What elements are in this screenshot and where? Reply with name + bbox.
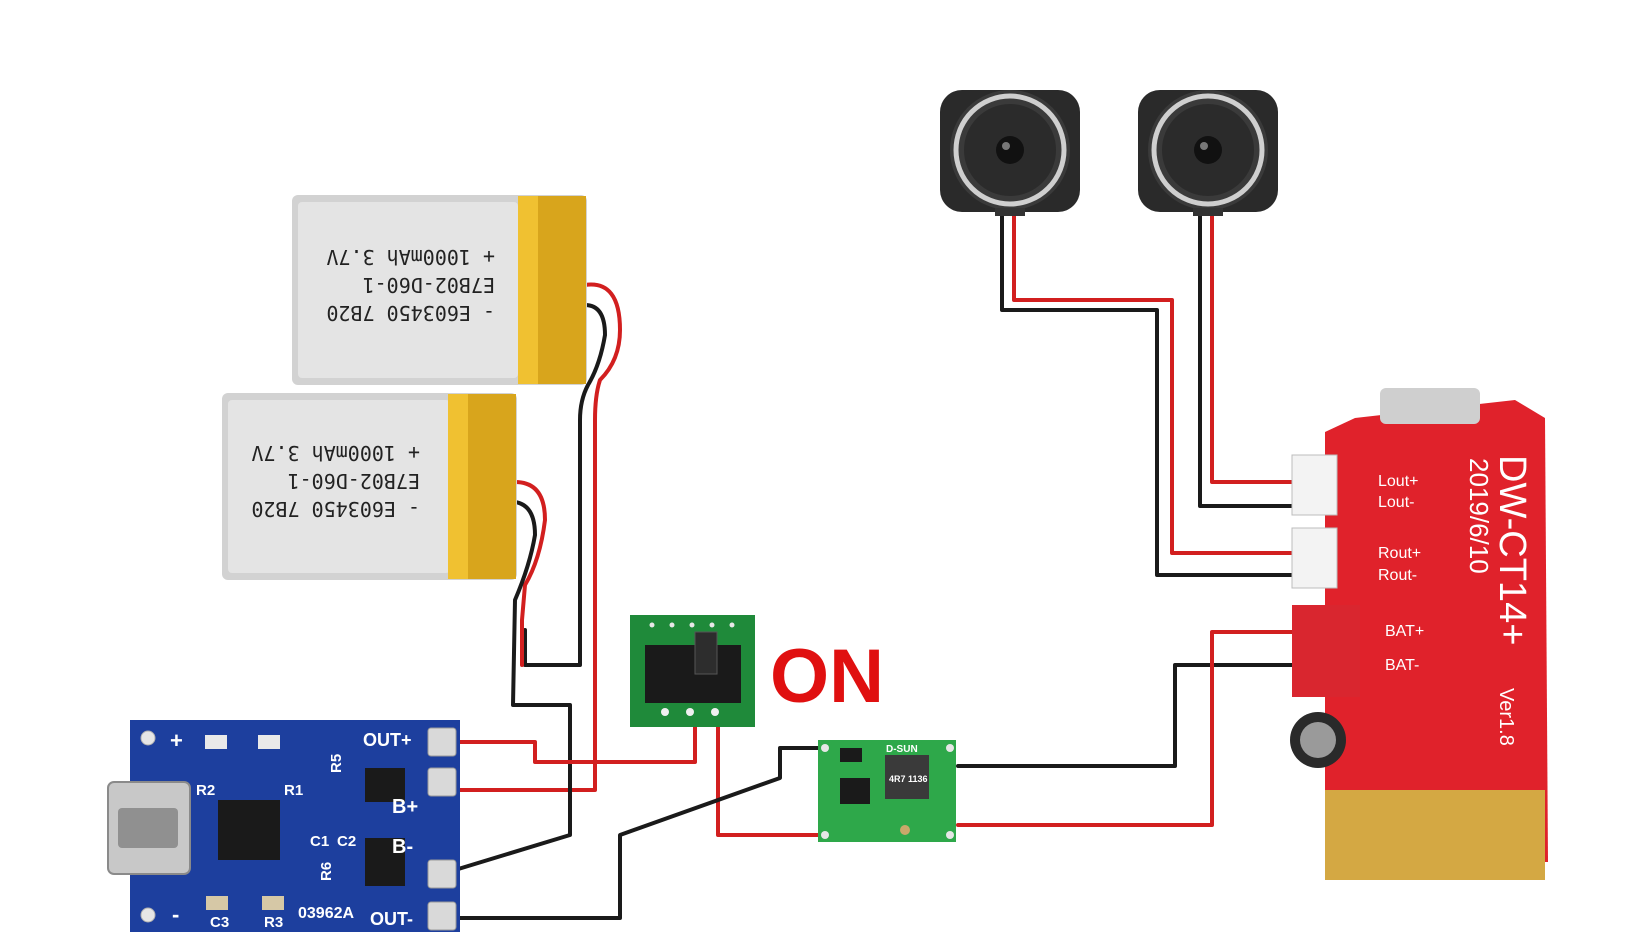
amp-version-label: Ver1.8 <box>1495 688 1517 746</box>
battery-bottom-line2: E7B02-D60-1 <box>288 469 420 493</box>
battery-bottom-line1: + 1000mAh 3.7V <box>251 441 420 465</box>
charger-plus-label: + <box>170 728 183 753</box>
buck-converter: D-SUN 4R7 1136 <box>818 740 956 842</box>
charger-r3-label: R3 <box>264 914 283 931</box>
charger-r5-label: R5 <box>328 754 345 773</box>
charger-b-plus-label: B+ <box>392 796 418 818</box>
wire-speaker-right-red <box>1210 212 1322 484</box>
buck-chip-label: 4R7 1136 <box>889 774 928 784</box>
battery-top-line2: E7B02-D60-1 <box>363 273 495 297</box>
charger-out-plus-label: OUT+ <box>363 730 412 750</box>
charger-r6-label: R6 <box>318 862 335 881</box>
amp-board: Lout+ Lout- Rout+ Rout- BAT+ BAT- DW-CT1… <box>1290 388 1548 880</box>
battery-bottom: + 1000mAh 3.7V E7B02-D60-1 - E603450 7B2… <box>222 393 517 580</box>
battery-top-line3: - E603450 7B20 <box>326 301 495 325</box>
wire-switch-buck-red <box>716 713 824 837</box>
switch-on-label: ON <box>770 634 884 719</box>
charger-out-minus-label: OUT- <box>370 909 413 929</box>
slide-switch[interactable] <box>630 615 755 727</box>
amp-date-label: 2019/6/10 <box>1464 458 1494 574</box>
speaker-left <box>940 90 1080 216</box>
battery-top-line1: + 1000mAh 3.7V <box>326 245 495 269</box>
buck-label: D-SUN <box>886 744 918 755</box>
wire-speaker-right-black <box>1198 212 1322 508</box>
wire-buck-batplus-red <box>956 630 1322 827</box>
amp-lout-plus-label: Lout+ <box>1378 473 1418 490</box>
charger-c1-label: C1 <box>310 833 329 850</box>
amp-model-label: DW-CT14+ <box>1491 455 1533 645</box>
charger-c3-label: C3 <box>210 914 229 931</box>
wire-battery-bottom-red <box>513 480 547 667</box>
wire-buck-batminus-black <box>956 663 1322 768</box>
wire-speaker-left-red <box>1012 212 1322 555</box>
speaker-right <box>1138 90 1278 216</box>
battery-top: + 1000mAh 3.7V E7B02-D60-1 - E603450 7B2… <box>292 195 587 385</box>
wire-battery-top-red <box>453 282 622 792</box>
charger-board: + - R2 R1 R5 C1 C2 R6 C3 R3 03962A OUT+ … <box>107 720 460 932</box>
charger-c2-label: C2 <box>337 833 356 850</box>
amp-bat-minus-label: BAT- <box>1385 657 1419 674</box>
battery-bottom-line3: - E603450 7B20 <box>251 497 420 521</box>
amp-bat-plus-label: BAT+ <box>1385 623 1424 640</box>
charger-minus-label: - <box>172 902 179 927</box>
amp-lout-minus-label: Lout- <box>1378 494 1414 511</box>
amp-rout-minus-label: Rout- <box>1378 567 1417 584</box>
charger-b-minus-label: B- <box>392 836 413 858</box>
charger-r2-label: R2 <box>196 782 215 799</box>
amp-rout-plus-label: Rout+ <box>1378 545 1421 562</box>
wire-speaker-left-black <box>1000 212 1322 577</box>
wire-battery-bottom-black <box>453 500 572 872</box>
wire-outplus-switch-red <box>438 713 697 764</box>
charger-code-label: 03962A <box>298 905 354 922</box>
wire-battery-top-black <box>523 303 607 667</box>
charger-r1-label: R1 <box>284 782 303 799</box>
wire-outminus-buck-black <box>438 746 824 920</box>
